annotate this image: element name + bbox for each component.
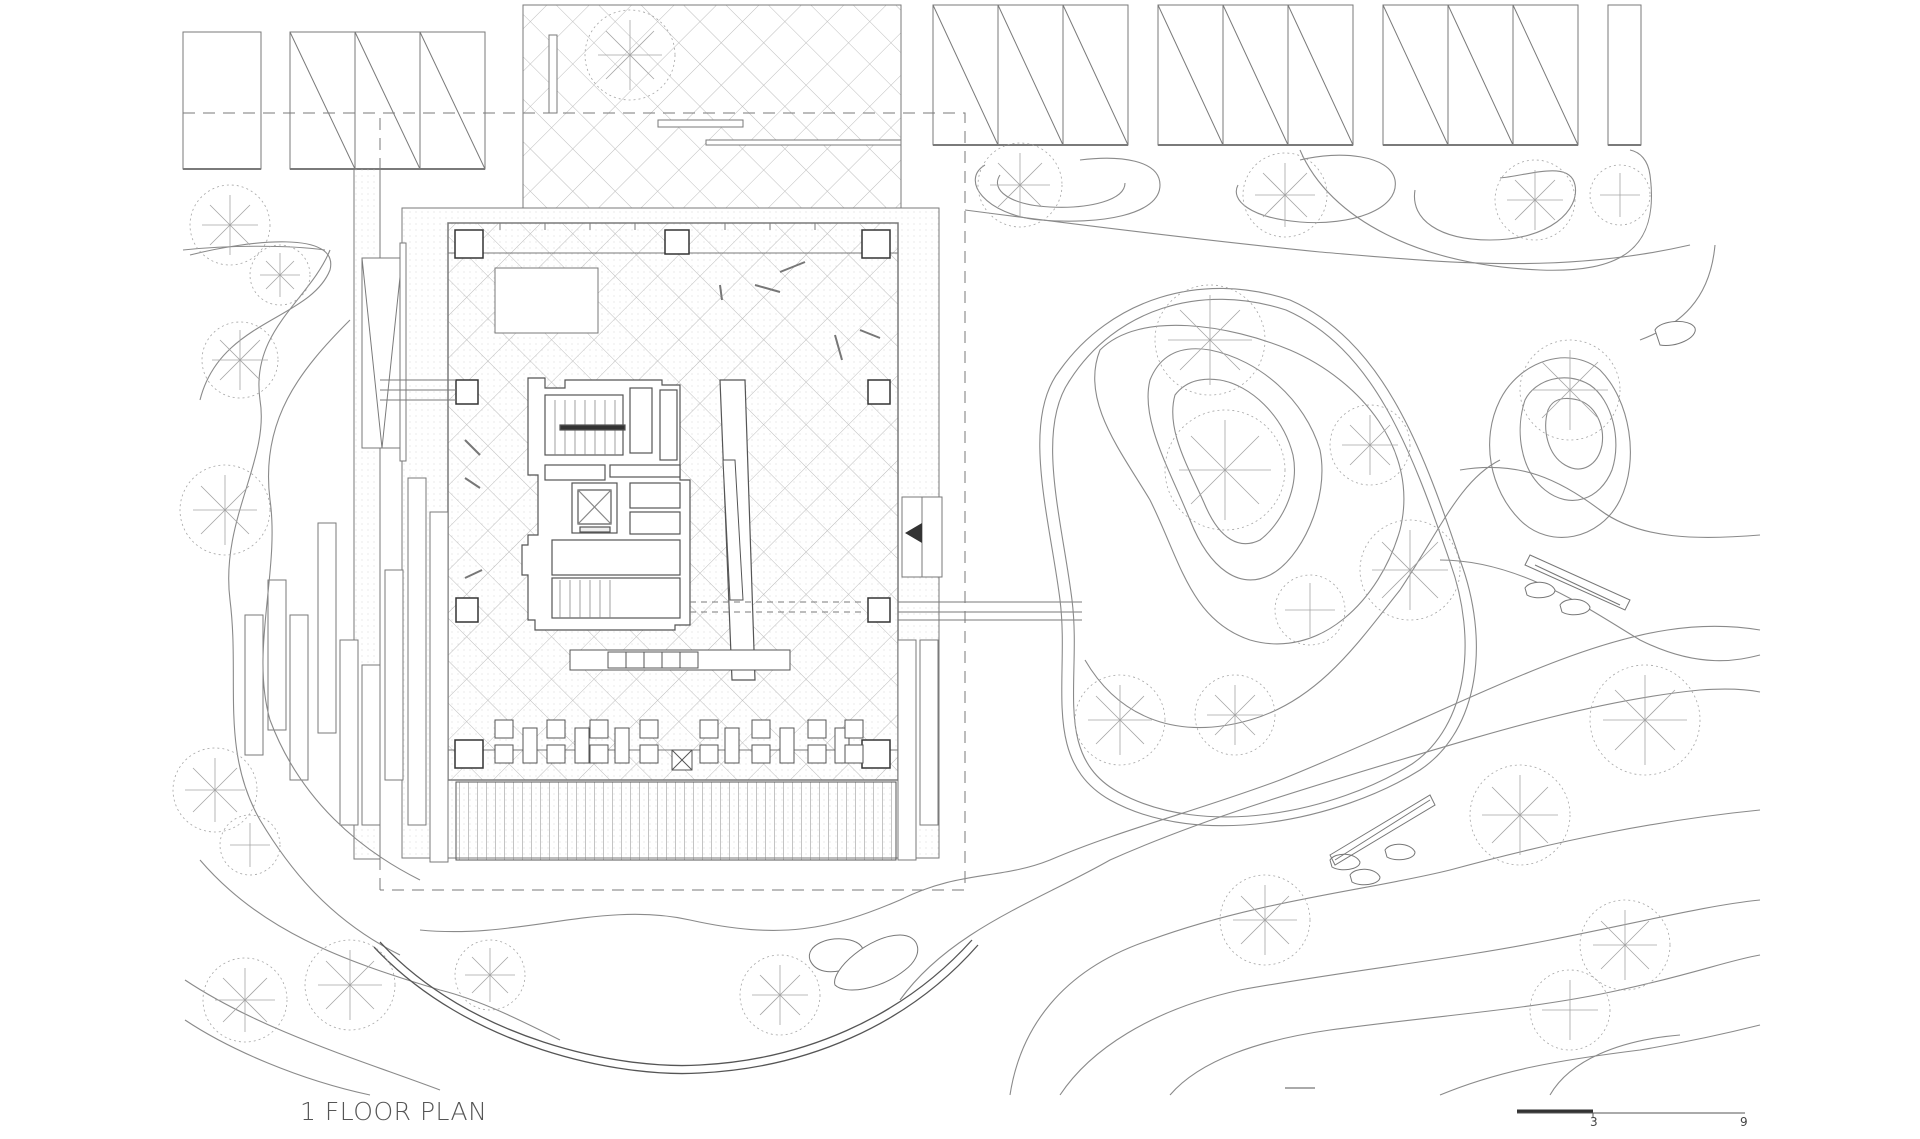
terrace-deck (455, 781, 897, 861)
east-path (380, 379, 1082, 621)
scale-label-mid: 3 (1590, 1115, 1598, 1129)
parking-group-3 (1157, 4, 1354, 146)
entrance-arrow-icon (905, 523, 922, 543)
parking-rows (182, 4, 1642, 170)
parking-group-4 (1382, 4, 1579, 146)
curved-retaining-wall (373, 939, 979, 1075)
west-stalls (244, 477, 427, 826)
property-line (183, 112, 966, 891)
parking-group-1 (289, 31, 486, 170)
building-core (521, 377, 691, 631)
garden-furniture (808, 321, 1696, 991)
landscape-contours (182, 149, 1761, 1096)
lower-furniture-row (494, 719, 864, 771)
scale-label-end: 9 (1740, 1115, 1748, 1129)
entrance-plaza (522, 4, 902, 209)
building (429, 222, 943, 863)
scale-bar (1517, 1109, 1745, 1118)
structural-columns (454, 229, 891, 769)
drawing-title: 1 FLOOR PLAN (300, 1097, 488, 1126)
tree-cluster-icons (172, 9, 1701, 1051)
parking-group-2 (932, 4, 1129, 146)
reception-counter (569, 649, 791, 671)
